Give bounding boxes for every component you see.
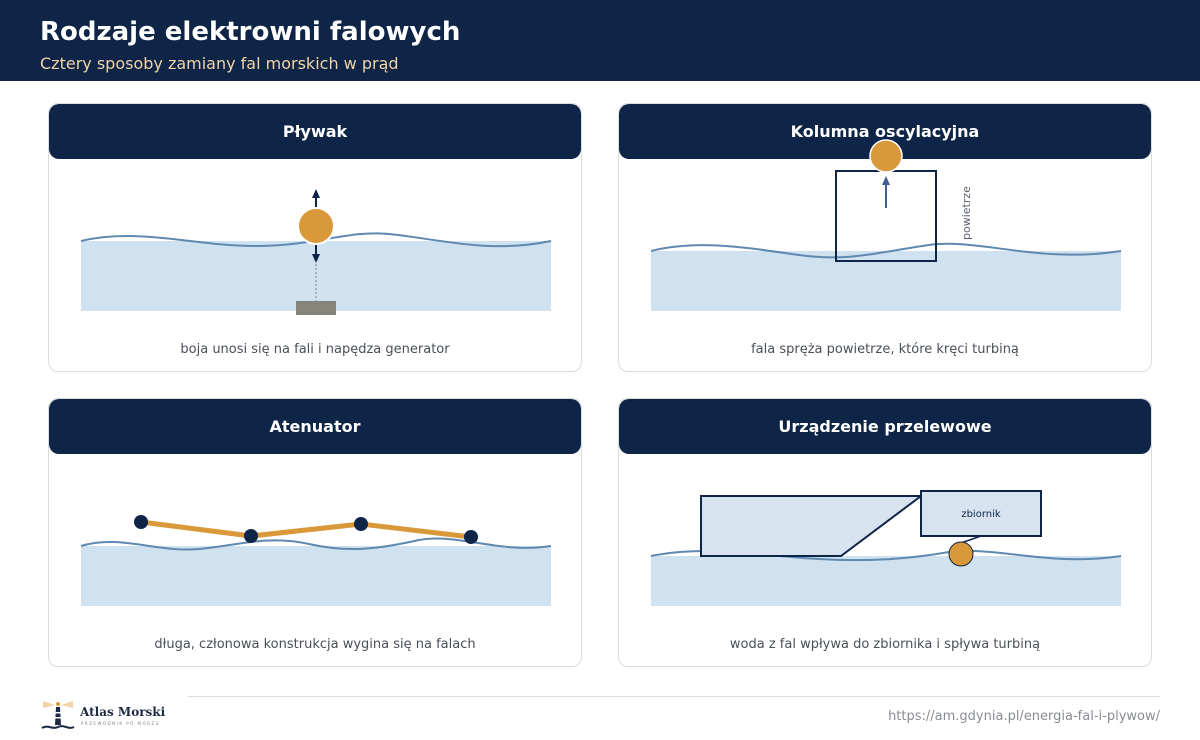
panel-title: Kolumna oscylacyjna — [619, 104, 1151, 159]
buoy — [297, 207, 335, 245]
panel-caption: woda z fal wpływa do zbiornika i spływa … — [729, 637, 1041, 652]
page-title: Rodzaje elektrowni falowych — [40, 17, 461, 47]
outflow-line — [960, 535, 982, 544]
logo-tagline: PRZEWODNIK PO MORZU — [81, 721, 161, 726]
panel-title: Atenuator — [49, 399, 581, 454]
panel-caption: boja unosi się na fali i napędza generat… — [180, 342, 450, 357]
wave-line — [80, 537, 552, 551]
float-illustration — [80, 189, 552, 315]
source-url[interactable]: https://am.gdynia.pl/energia-fal-i-plywo… — [888, 709, 1160, 724]
page-subtitle: Cztery sposoby zamiany fal morskich w pr… — [40, 54, 399, 73]
joint — [134, 515, 148, 529]
arrow-down-head — [312, 254, 320, 263]
panel-float: Pływak boja unosi się na fali i napędza … — [48, 103, 582, 372]
reservoir — [920, 490, 1042, 537]
reservoir-label: zbiornik — [961, 509, 1001, 520]
logo-name: Atlas Morski — [80, 705, 166, 719]
attenuator-segments — [140, 519, 472, 540]
joint — [464, 530, 478, 544]
panel-oscillating-column: Kolumna oscylacyjna powietrze fala spręż… — [618, 103, 1152, 372]
turbine — [948, 541, 974, 567]
seabed-anchor — [296, 301, 336, 315]
panel-caption: fala spręża powietrze, które kręci turbi… — [751, 342, 1019, 357]
ramp — [700, 495, 924, 557]
arrow-up-head — [312, 189, 320, 198]
panel-attenuator: Atenuator długa, członowa konstrukcja wy… — [48, 398, 582, 667]
air-arrow-head — [882, 176, 890, 185]
attenuator-illustration — [80, 515, 552, 606]
header-bar: Rodzaje elektrowni falowych Cztery sposo… — [0, 0, 1200, 81]
joint — [354, 517, 368, 531]
wave-line — [650, 242, 1122, 259]
panel-title: Pływak — [49, 104, 581, 159]
water-area — [651, 556, 1121, 606]
water-area — [81, 546, 551, 606]
joint — [244, 529, 258, 543]
footer-divider — [188, 696, 1160, 697]
panel-overtopping-device: zbiornik Urządzenie przelewowe woda z fa… — [618, 398, 1152, 667]
panel-title: Urządzenie przelewowe — [619, 399, 1151, 454]
lighthouse-logo-icon — [41, 701, 75, 729]
overtopping-illustration: zbiornik — [650, 490, 1122, 606]
panel-caption: długa, członowa konstrukcja wygina się n… — [154, 637, 476, 652]
